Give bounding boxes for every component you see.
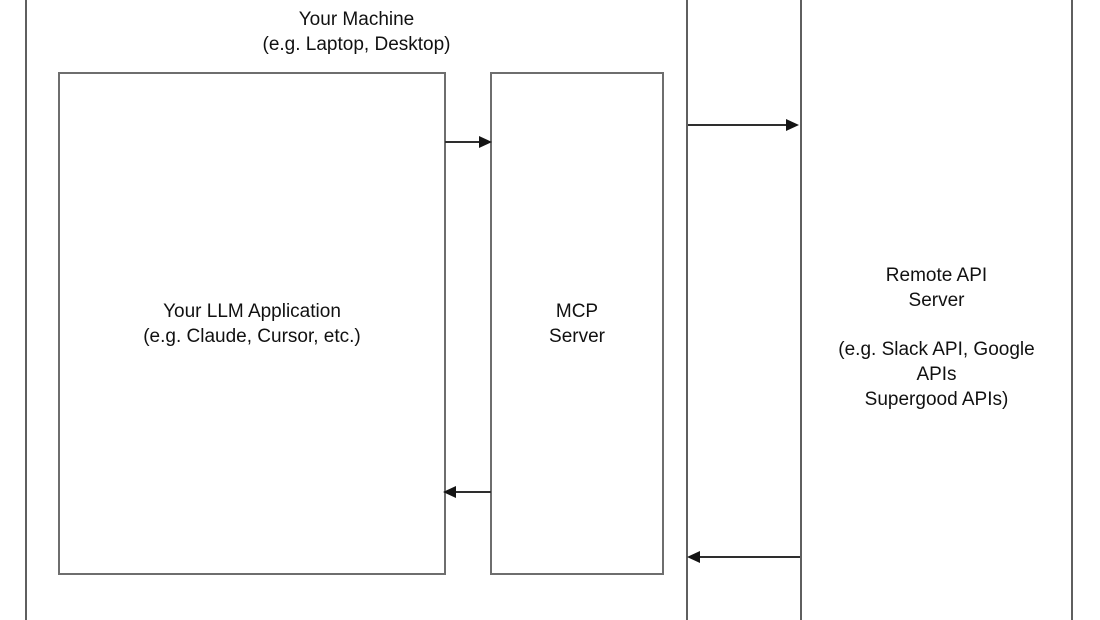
your-machine-label: Your Machine (e.g. Laptop, Desktop) — [25, 7, 688, 57]
arrow-shaft — [688, 124, 791, 126]
llm-application-label-line2: (e.g. Claude, Cursor, etc.) — [143, 325, 361, 347]
remote-api-server-label-spacer — [800, 313, 1073, 337]
mcp-server-box: MCP Server — [490, 72, 664, 575]
remote-api-server-label-line4: APIs — [916, 364, 957, 385]
remote-api-server-label-line3: (e.g. Slack API, Google — [838, 339, 1035, 360]
remote-api-server-label: Remote API Server (e.g. Slack API, Googl… — [800, 263, 1073, 412]
llm-application-label-line1: Your LLM Application — [163, 300, 341, 322]
mcp-server-label-line2: Server — [549, 325, 605, 347]
remote-api-server-box — [800, 0, 1073, 620]
llm-application-box: Your LLM Application (e.g. Claude, Curso… — [58, 72, 446, 575]
arrow-shaft — [451, 491, 491, 493]
arrow-shaft — [695, 556, 800, 558]
mcp-server-label: MCP Server — [549, 299, 605, 349]
arrow-head — [479, 136, 492, 148]
your-machine-label-line1: Your Machine — [298, 9, 415, 30]
arrow-shaft — [445, 141, 484, 143]
arrow-head — [786, 119, 799, 131]
remote-api-server-label-line5: Supergood APIs) — [864, 389, 1009, 410]
arrow-head — [687, 551, 700, 563]
your-machine-box — [25, 0, 688, 620]
remote-api-server-label-line2: Server — [908, 290, 965, 311]
remote-api-server-label-line1: Remote API — [885, 265, 988, 286]
mcp-server-label-line1: MCP — [555, 300, 599, 322]
your-machine-label-line2: (e.g. Laptop, Desktop) — [262, 34, 451, 55]
arrow-head — [443, 486, 456, 498]
llm-application-label: Your LLM Application (e.g. Claude, Curso… — [143, 299, 361, 349]
